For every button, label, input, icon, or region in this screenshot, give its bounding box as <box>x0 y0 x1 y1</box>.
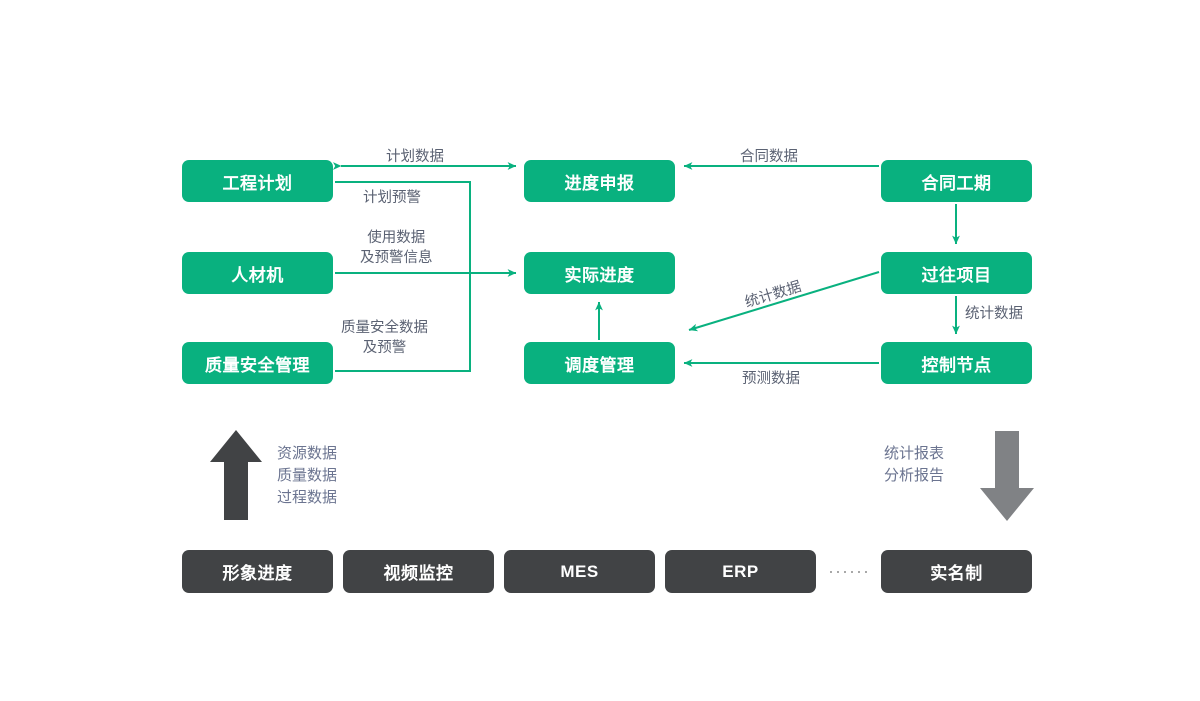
node-quality-safety-management[interactable]: 质量安全管理 <box>182 342 333 384</box>
node-image-progress[interactable]: 形象进度 <box>182 550 333 593</box>
download-arrow-icon <box>980 431 1034 521</box>
edge-label-contract-data: 合同数据 <box>740 149 798 165</box>
edge-label-statistics-data-diagonal: 统计数据 <box>743 278 804 312</box>
node-past-projects[interactable]: 过往项目 <box>881 252 1032 294</box>
node-progress-report[interactable]: 进度申报 <box>524 160 675 202</box>
edge-label-quality-safety-data: 质量安全数据 及预警 <box>341 320 428 356</box>
node-label: 控制节点 <box>921 355 992 375</box>
node-labor-material-machine[interactable]: 人材机 <box>182 252 333 294</box>
node-label: 进度申报 <box>564 173 635 193</box>
node-mes[interactable]: MES <box>504 550 655 593</box>
node-label: 质量安全管理 <box>205 355 310 375</box>
node-label: 调度管理 <box>564 355 635 375</box>
io-label-upward-data: 资源数据 质量数据 过程数据 <box>277 445 338 506</box>
edge-label-plan-data: 计划数据 <box>386 149 444 165</box>
node-engineering-plan[interactable]: 工程计划 <box>182 160 333 202</box>
node-contract-duration[interactable]: 合同工期 <box>881 160 1032 202</box>
upload-arrow-icon <box>210 430 262 520</box>
io-label-downward-data: 统计报表 分析报告 <box>884 445 945 484</box>
node-erp[interactable]: ERP <box>665 550 816 593</box>
node-label: 形象进度 <box>222 564 293 583</box>
node-label: 合同工期 <box>921 173 992 193</box>
node-label: MES <box>560 561 599 581</box>
node-label: 工程计划 <box>222 173 293 193</box>
edge-label-statistics-data-vertical: 统计数据 <box>965 306 1023 322</box>
node-label: 视频监控 <box>383 564 454 583</box>
node-label: 实名制 <box>930 564 983 583</box>
node-video-monitoring[interactable]: 视频监控 <box>343 550 494 593</box>
edge-label-forecast-data: 预测数据 <box>742 371 800 387</box>
node-label: 人材机 <box>231 265 284 285</box>
ellipsis-separator: ······ <box>828 561 870 581</box>
node-actual-progress[interactable]: 实际进度 <box>524 252 675 294</box>
node-label: 实际进度 <box>564 265 635 285</box>
node-control-node[interactable]: 控制节点 <box>881 342 1032 384</box>
node-label: 过往项目 <box>921 265 992 285</box>
edge-label-plan-warning: 计划预警 <box>363 190 421 206</box>
node-label: ERP <box>722 561 759 581</box>
node-dispatch-management[interactable]: 调度管理 <box>524 342 675 384</box>
node-real-name-system[interactable]: 实名制 <box>881 550 1032 593</box>
edge-label-usage-data-warning: 使用数据 及预警信息 <box>360 230 433 266</box>
